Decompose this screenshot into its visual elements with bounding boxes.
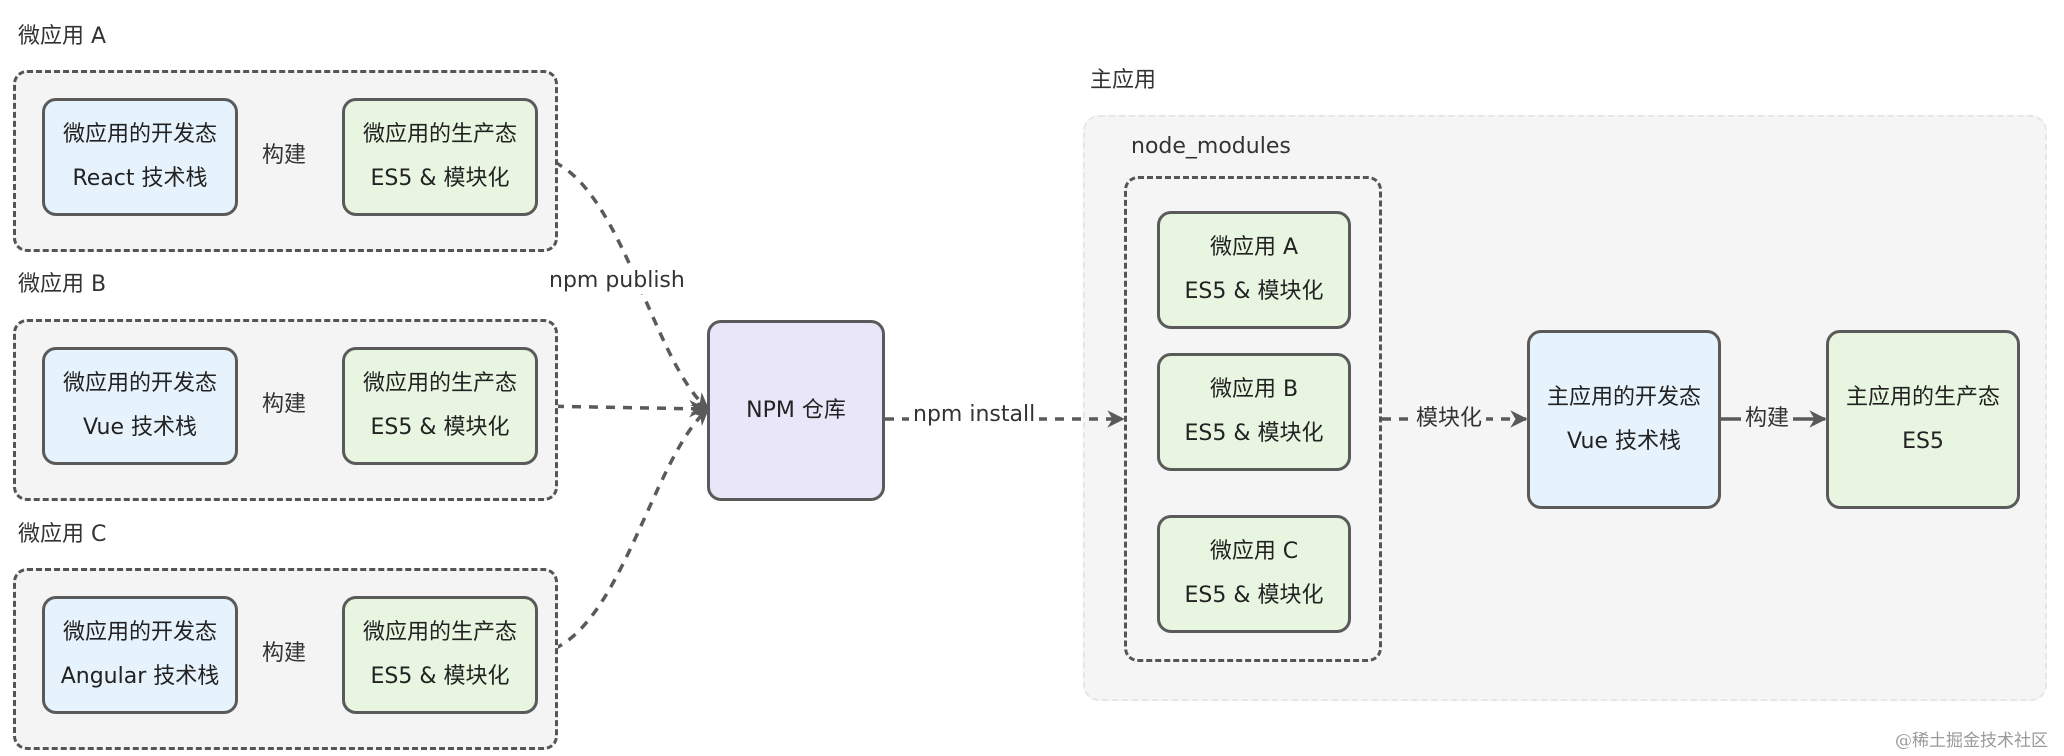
micro-app-b-title: 微应用 B xyxy=(18,272,107,297)
publish-edge-c xyxy=(537,407,710,656)
npm-registry-node[interactable]: NPM 仓库 xyxy=(707,320,885,501)
package-b-line1: 微应用 B xyxy=(1209,377,1299,402)
micro-app-b-dev-node[interactable]: 微应用的开发态 Vue 技术栈 xyxy=(42,347,238,465)
micro-app-c-dev-line2: Angular 技术栈 xyxy=(60,664,220,689)
package-b-line2: ES5 & 模块化 xyxy=(1184,421,1324,446)
publish-edge-a xyxy=(537,155,710,411)
micro-app-c-prod-node[interactable]: 微应用的生产态 ES5 & 模块化 xyxy=(342,596,538,714)
node-modules-title: node_modules xyxy=(1131,134,1291,159)
main-app-dev-node[interactable]: 主应用的开发态 Vue 技术栈 xyxy=(1527,330,1721,509)
package-a-line1: 微应用 A xyxy=(1209,235,1299,260)
micro-app-b-prod-node[interactable]: 微应用的生产态 ES5 & 模块化 xyxy=(342,347,538,465)
main-app-dev-line1: 主应用的开发态 xyxy=(1546,384,1701,410)
main-app-title: 主应用 xyxy=(1090,68,1157,93)
micro-app-a-prod-line2: ES5 & 模块化 xyxy=(370,166,510,191)
package-b-node[interactable]: 微应用 B ES5 & 模块化 xyxy=(1157,353,1351,471)
micro-app-c-title: 微应用 C xyxy=(18,522,107,547)
micro-app-a-prod-line1: 微应用的生产态 xyxy=(362,122,517,147)
npm-registry-label: NPM 仓库 xyxy=(746,397,846,423)
main-app-build-label: 构建 xyxy=(1741,406,1794,432)
micro-app-c-prod-line1: 微应用的生产态 xyxy=(362,620,517,645)
micro-app-b-dev-line1: 微应用的开发态 xyxy=(62,371,217,396)
publish-edge-b xyxy=(537,399,707,418)
micro-app-a-dev-line2: React 技术栈 xyxy=(72,166,208,191)
npm-install-label: npm install xyxy=(909,402,1040,428)
micro-app-b-prod-line2: ES5 & 模块化 xyxy=(370,415,510,440)
package-a-node[interactable]: 微应用 A ES5 & 模块化 xyxy=(1157,211,1351,329)
package-c-node[interactable]: 微应用 C ES5 & 模块化 xyxy=(1157,515,1351,633)
micro-app-b-dev-line2: Vue 技术栈 xyxy=(82,415,198,440)
main-app-prod-line1: 主应用的生产态 xyxy=(1845,384,2000,410)
micro-app-a-title: 微应用 A xyxy=(18,24,107,49)
micro-app-c-dev-node[interactable]: 微应用的开发态 Angular 技术栈 xyxy=(42,596,238,714)
package-a-line2: ES5 & 模块化 xyxy=(1184,279,1324,304)
main-app-dev-line2: Vue 技术栈 xyxy=(1566,428,1682,454)
micro-app-a-prod-node[interactable]: 微应用的生产态 ES5 & 模块化 xyxy=(342,98,538,216)
main-app-prod-line2: ES5 xyxy=(1902,428,1944,454)
node-modules-group xyxy=(1124,176,1382,662)
micro-app-a-build-label: 构建 xyxy=(258,143,311,169)
main-app-prod-node[interactable]: 主应用的生产态 ES5 xyxy=(1826,330,2020,509)
micro-app-a-dev-node[interactable]: 微应用的开发态 React 技术栈 xyxy=(42,98,238,216)
micro-app-b-build-label: 构建 xyxy=(258,392,311,418)
micro-app-c-dev-line1: 微应用的开发态 xyxy=(62,620,217,645)
micro-app-b-prod-line1: 微应用的生产态 xyxy=(362,371,517,396)
package-c-line1: 微应用 C xyxy=(1209,539,1299,564)
micro-app-c-prod-line2: ES5 & 模块化 xyxy=(370,664,510,689)
package-c-line2: ES5 & 模块化 xyxy=(1184,583,1324,608)
modularize-label: 模块化 xyxy=(1412,406,1487,432)
watermark-text: @稀土掘金技术社区 xyxy=(1895,731,2048,751)
micro-app-a-dev-line1: 微应用的开发态 xyxy=(62,122,217,147)
npm-publish-label: npm publish xyxy=(545,268,689,294)
micro-app-c-build-label: 构建 xyxy=(258,641,311,667)
